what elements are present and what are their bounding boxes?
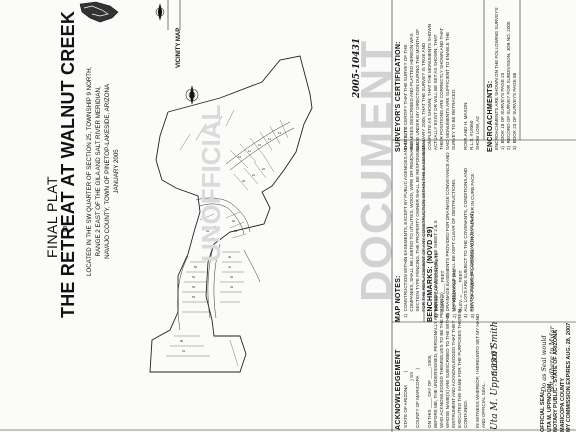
encroachments-heading: ENCROACHMENTS: — [487, 80, 494, 152]
svg-text:53: 53 — [192, 295, 196, 299]
vicinity-map — [79, 0, 181, 30]
notes-panel-frame — [391, 0, 576, 432]
recording-number: 2005-10431 — [352, 37, 362, 98]
surveyor-body: THIS IS TO CERTIFY THAT THE SURVEY OF TH… — [403, 24, 480, 150]
svg-text:13: 13 — [268, 137, 272, 141]
surveyor-heading: SURVEYOR'S CERTIFICATION: — [395, 41, 402, 152]
svg-text:42: 42 — [230, 275, 234, 279]
north-arrow-icon — [185, 85, 199, 105]
svg-text:22: 22 — [262, 167, 266, 171]
svg-text:11: 11 — [248, 149, 251, 153]
svg-text:10: 10 — [238, 155, 242, 159]
notary-stamp: OFFICIAL SEAL UTA M. UPPNOOM NOTARY PUBL… — [540, 322, 572, 432]
svg-text:20: 20 — [242, 179, 246, 183]
svg-text:32: 32 — [232, 219, 236, 223]
svg-text:21: 21 — [252, 173, 256, 177]
lot-numbers: 10 11 12 13 14 20 21 22 30 31 32 33 40 41 42 43 50 5… — [180, 131, 282, 353]
svg-text:51: 51 — [192, 275, 196, 279]
svg-text:14: 14 — [278, 131, 282, 135]
benchmarks-heading: BENCHMARKS: (NOVD 29) — [427, 226, 434, 322]
vicinity-map-label: VICINITY MAP — [176, 27, 182, 68]
benchmarks-body: 1) BRASS CAP IN CONCRETE ELEV. = ____ FE… — [434, 173, 475, 318]
notary-date: 6.23.07 — [490, 345, 499, 376]
svg-text:33: 33 — [234, 229, 238, 233]
street-lines — [177, 121, 295, 331]
svg-text:61: 61 — [182, 349, 186, 353]
svg-text:52: 52 — [192, 285, 196, 289]
svg-text:40: 40 — [228, 255, 232, 259]
lot-lines — [166, 109, 289, 367]
svg-text:31: 31 — [206, 229, 210, 233]
svg-text:60: 60 — [180, 339, 184, 343]
svg-text:12: 12 — [258, 143, 262, 147]
svg-text:50: 50 — [194, 265, 198, 269]
subdivision-boundary — [149, 55, 313, 373]
encroachments-body: ENCROACHMENTS ARE SHOWN ON THE FOLLOWING… — [494, 6, 517, 150]
acknowledgement-heading: ACKNOWLEDGEMENT — [395, 349, 402, 430]
svg-text:41: 41 — [228, 265, 232, 269]
plat-subtitle: LOCATED IN THE SW QUARTER OF SECTION 25,… — [86, 66, 120, 276]
svg-text:43: 43 — [230, 285, 234, 289]
plat-title: THE RETREAT AT WALNUT CREEK — [58, 10, 78, 318]
map-notes-heading: MAP NOTES: — [395, 275, 402, 322]
watermark-unofficial: UNOFFICIAL — [196, 104, 226, 262]
svg-text:30: 30 — [206, 219, 210, 223]
